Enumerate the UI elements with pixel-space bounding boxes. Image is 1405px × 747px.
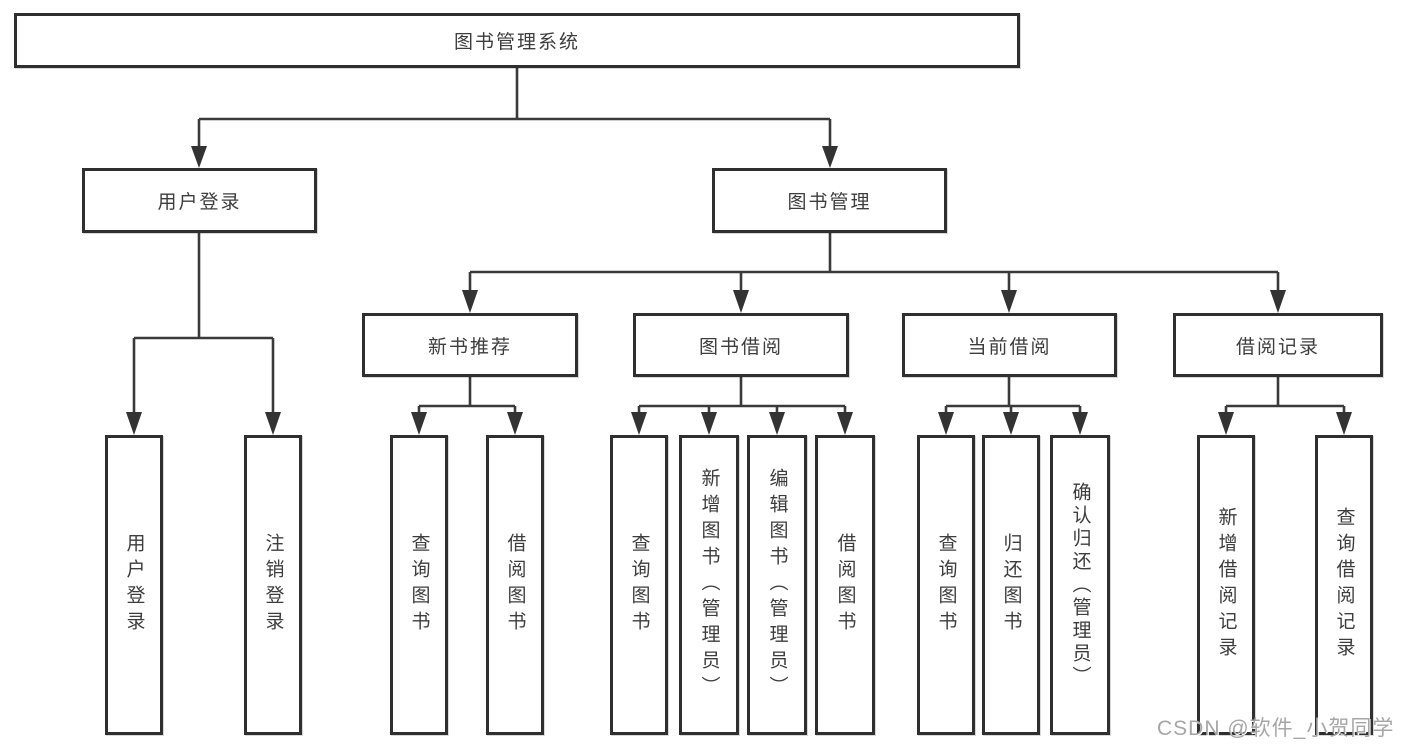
arrowhead-icon <box>265 412 281 435</box>
leaf-logout: 注销登录 <box>244 435 302 735</box>
leaf-borrow-borrow-books: 借阅图书 <box>815 435 875 735</box>
connector-newbook-to-leaves <box>417 377 517 416</box>
connector-root-to-level2 <box>197 68 832 150</box>
node-book-management: 图书管理 <box>712 168 947 233</box>
node-current-borrow: 当前借阅 <box>902 313 1117 377</box>
leaf-records-query-record: 查询借阅记录 <box>1315 435 1373 735</box>
connector-records-to-leaves <box>1224 377 1346 416</box>
arrowhead-icon <box>191 146 207 168</box>
leaf-borrow-add-books-admin: 新增图书（管理员） <box>679 435 739 735</box>
leaf-user-login: 用户登录 <box>105 435 163 735</box>
leaf-current-return-books: 归还图书 <box>982 435 1040 735</box>
node-new-book-recommend: 新书推荐 <box>362 313 578 377</box>
arrowhead-icon <box>507 412 523 435</box>
leaf-current-query-books: 查询图书 <box>917 435 975 735</box>
arrowhead-icon <box>1218 412 1234 435</box>
csdn-watermark: CSDN @软件_小贺同学 <box>1157 717 1395 740</box>
connector-login-to-leaves <box>132 233 275 416</box>
arrowhead-icon <box>1270 290 1286 313</box>
leaf-current-confirm-return-admin: 确认归还（管理员） <box>1050 435 1110 735</box>
arrowhead-icon <box>631 412 647 435</box>
connector-current-to-leaves <box>944 377 1082 416</box>
leaf-newbook-query-books: 查询图书 <box>390 435 448 735</box>
arrowhead-icon <box>1072 412 1088 435</box>
node-book-borrow: 图书借阅 <box>633 313 849 377</box>
connector-borrow-to-leaves <box>637 377 847 416</box>
arrowhead-icon <box>126 412 142 435</box>
arrowhead-icon <box>1001 290 1017 313</box>
arrowhead-icon <box>837 412 853 435</box>
node-root-system: 图书管理系统 <box>14 13 1020 68</box>
arrowhead-icon <box>701 412 717 435</box>
leaf-newbook-borrow-books: 借阅图书 <box>486 435 544 735</box>
arrowhead-icon <box>1003 412 1019 435</box>
arrowhead-icon <box>938 412 954 435</box>
arrowhead-icon <box>733 290 749 313</box>
arrowhead-icon <box>769 412 785 435</box>
arrowhead-icon <box>822 146 838 168</box>
arrowhead-icon <box>1336 412 1352 435</box>
arrowhead-icon <box>411 412 427 435</box>
node-borrow-records: 借阅记录 <box>1173 313 1383 377</box>
leaf-records-add-record: 新增借阅记录 <box>1197 435 1255 735</box>
leaf-borrow-edit-books-admin: 编辑图书（管理员） <box>747 435 807 735</box>
leaf-borrow-query-books: 查询图书 <box>610 435 668 735</box>
arrowhead-icon <box>462 290 478 313</box>
connector-management-to-level3 <box>468 233 1280 294</box>
node-user-login: 用户登录 <box>82 168 317 233</box>
